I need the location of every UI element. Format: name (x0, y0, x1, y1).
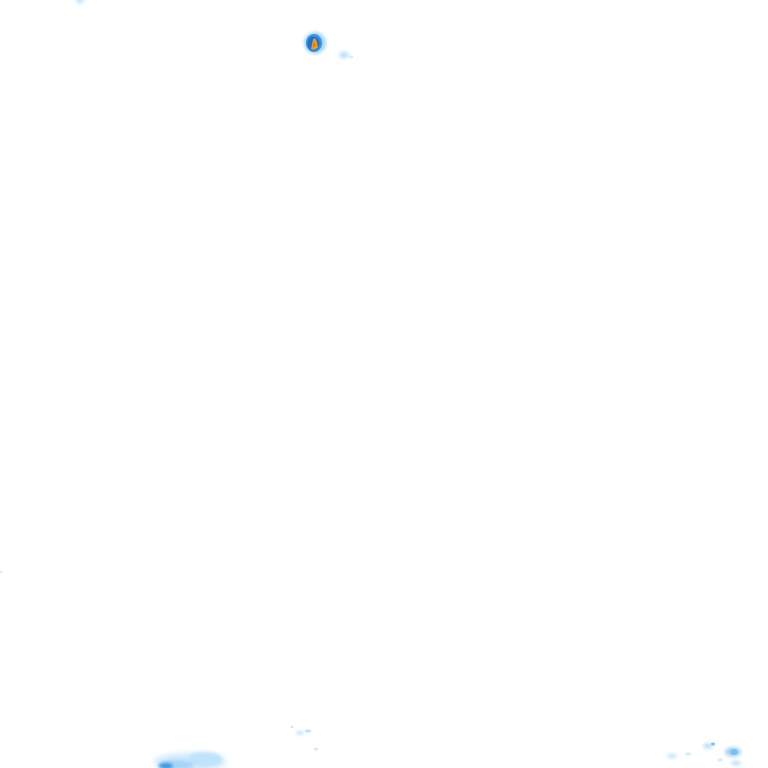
cell-storm-north-trail (339, 51, 353, 59)
cell-storm-north (304, 32, 326, 54)
cell-bottom-right-cluster (667, 742, 741, 766)
cell-bottom-center-dots (290, 725, 318, 751)
cell-top-left-edge (76, 0, 84, 4)
cell-bottom-left-band (154, 752, 226, 768)
cell-left-edge-speck (0, 570, 3, 574)
